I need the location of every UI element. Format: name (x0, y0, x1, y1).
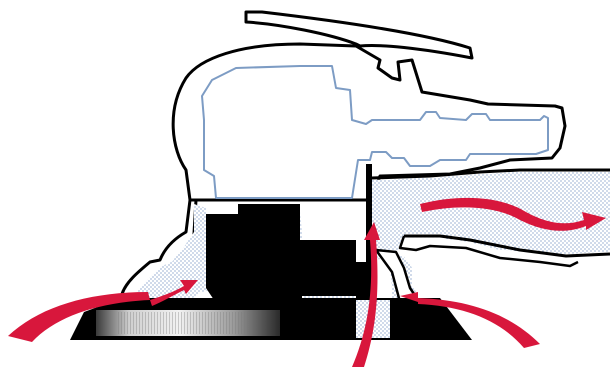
motor-top-cap (238, 204, 300, 216)
exhaust-tube (372, 172, 610, 260)
pad-metal-rings (118, 312, 248, 334)
shaft-bearing (356, 262, 372, 298)
sanding-pad-icon (70, 298, 472, 340)
